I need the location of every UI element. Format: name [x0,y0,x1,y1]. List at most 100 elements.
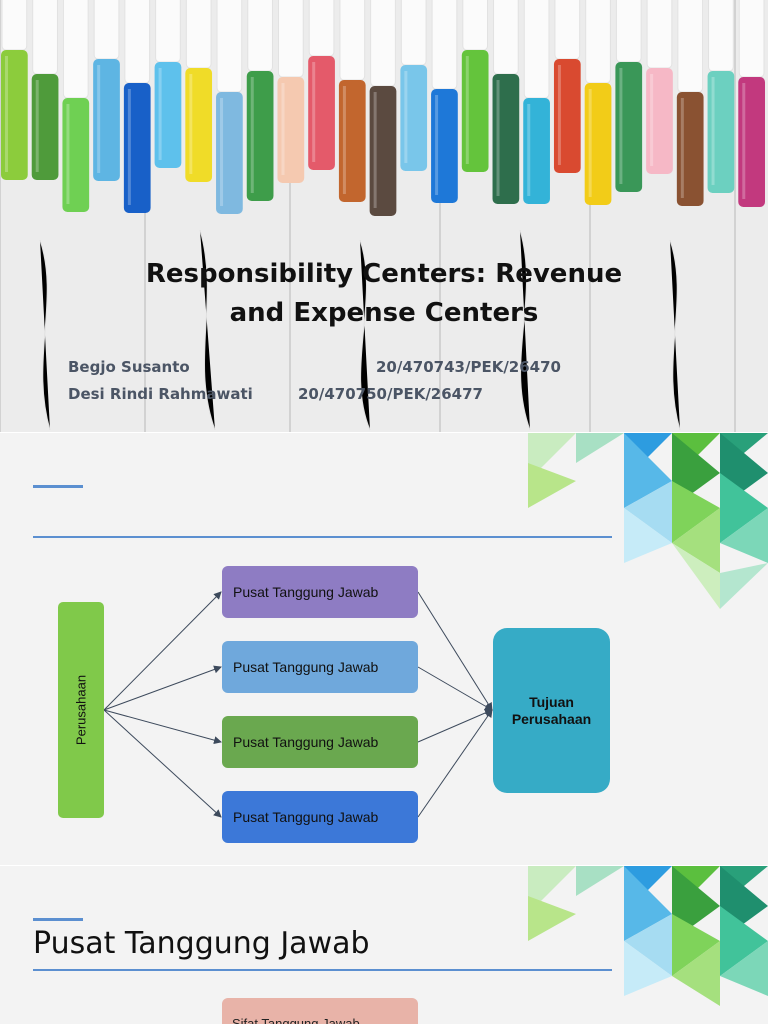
responsibility-nature-box: Sifat Tanggung Jawab [222,998,418,1024]
responsibility-center-label-1: Pusat Tanggung Jawab [233,584,379,600]
marker-cap-13 [370,0,396,87]
responsibility-center-box-3: Pusat Tanggung Jawab [222,716,418,768]
marker-cap-10 [277,0,304,78]
marker-highlight-25 [742,83,746,199]
marker-cap-2 [32,0,58,75]
marker-body-16 [461,50,489,172]
marker-body-8 [216,92,243,214]
diagram-slide: Perusahaan Pusat Tanggung Jawab Pusat Ta… [0,433,768,865]
marker-body-11 [308,56,335,170]
responsibility-center-label-3: Pusat Tanggung Jawab [233,734,379,750]
author-name-1: Begjo Susanto [68,358,190,376]
marker-cap-3 [62,0,89,99]
marker-body-17 [492,74,520,204]
slide-title-line-1: Responsibility Centers: Revenue [145,259,623,289]
marker-body-1 [1,50,28,180]
markers-group [1,0,765,216]
marker-highlight-21 [619,68,623,184]
marker-cap-8 [216,0,243,93]
marker-highlight-17 [496,80,500,196]
accent-line-long-2 [33,969,612,971]
marker-body-20 [584,83,612,205]
marker-body-9 [246,71,274,201]
marker-highlight-18 [527,104,531,196]
marker-cap-14 [400,0,427,66]
marker-body-13 [369,86,397,216]
marker-highlight-3 [66,104,70,204]
marker-body-5 [123,83,151,213]
marker-cap-19 [554,0,581,60]
marker-body-2 [31,74,59,180]
company-box: Perusahaan [58,602,104,818]
marker-highlight-16 [465,56,469,164]
marker-highlight-20 [588,89,592,197]
corner-triangle-pattern-2 [528,866,768,1006]
responsibility-center-slide: Pusat Tanggung Jawab Sifat Tanggung Jawa… [0,866,768,1024]
marker-highlight-4 [97,65,101,173]
marker-cap-11 [308,0,335,57]
marker-body-3 [62,98,90,212]
marker-cap-4 [93,0,120,60]
responsibility-nature-label: Sifat Tanggung Jawab [232,1016,360,1024]
accent-line-short [33,485,83,488]
marker-highlight-11 [312,62,316,162]
accent-line-short-2 [33,918,83,921]
slide-title-line-2: and Expense Centers [229,298,539,328]
marker-highlight-14 [404,71,408,163]
marker-highlight-1 [5,56,8,172]
marker-highlight-24 [711,77,715,185]
corner-triangle-pattern [528,433,768,609]
marker-cap-18 [523,0,550,99]
marker-highlight-10 [281,83,285,175]
company-goal-box: Tujuan Perusahaan [493,628,610,793]
marker-highlight-13 [373,92,377,208]
author-id-2: 20/470750/PEK/26477 [298,385,483,403]
marker-body-22 [646,68,673,174]
slide-heading: Pusat Tanggung Jawab [33,926,370,961]
marker-body-21 [615,62,643,192]
marker-body-23 [676,92,704,206]
marker-highlight-5 [127,89,131,205]
title-slide: Responsibility Centers: Revenue and Expe… [0,0,768,432]
responsibility-center-box-2: Pusat Tanggung Jawab [222,641,418,693]
responsibility-center-label-4: Pusat Tanggung Jawab [233,809,379,825]
marker-cap-1 [1,0,28,51]
marker-body-24 [707,71,735,193]
marker-cap-9 [247,0,273,72]
marker-cap-12 [339,0,366,81]
marker-cap-7 [185,0,212,69]
company-goal-label: Tujuan Perusahaan [511,693,592,727]
marker-highlight-19 [557,65,561,165]
marker-cap-6 [155,0,181,63]
author-name-2: Desi Rindi Rahmawati [68,385,253,403]
responsibility-center-box-1: Pusat Tanggung Jawab [222,566,418,618]
marker-body-14 [400,65,428,171]
company-label: Perusahaan [73,674,89,746]
marker-highlight-12 [342,86,346,194]
marker-body-6 [154,62,182,168]
responsibility-center-label-2: Pusat Tanggung Jawab [233,659,379,675]
marker-cap-23 [677,0,704,93]
accent-line-long [33,536,612,538]
marker-cap-20 [585,0,611,84]
marker-cap-15 [431,0,458,90]
marker-highlight-9 [250,77,254,193]
marker-highlight-7 [189,74,193,174]
marker-body-10 [277,77,305,183]
marker-cap-21 [615,0,642,63]
marker-cap-5 [124,0,151,84]
marker-highlight-23 [680,98,684,198]
marker-highlight-15 [435,95,439,195]
marker-cap-17 [493,0,519,75]
marker-body-19 [553,59,581,173]
wood-background [0,0,768,432]
marker-body-25 [738,77,765,207]
marker-highlight-6 [158,68,162,160]
responsibility-center-box-4: Pusat Tanggung Jawab [222,791,418,843]
slide-title: Responsibility Centers: Revenue and Expe… [0,255,768,333]
marker-highlight-22 [650,74,654,166]
marker-cap-25 [738,0,765,78]
marker-body-4 [93,59,120,181]
marker-cap-16 [462,0,489,51]
marker-highlight-8 [220,98,224,206]
